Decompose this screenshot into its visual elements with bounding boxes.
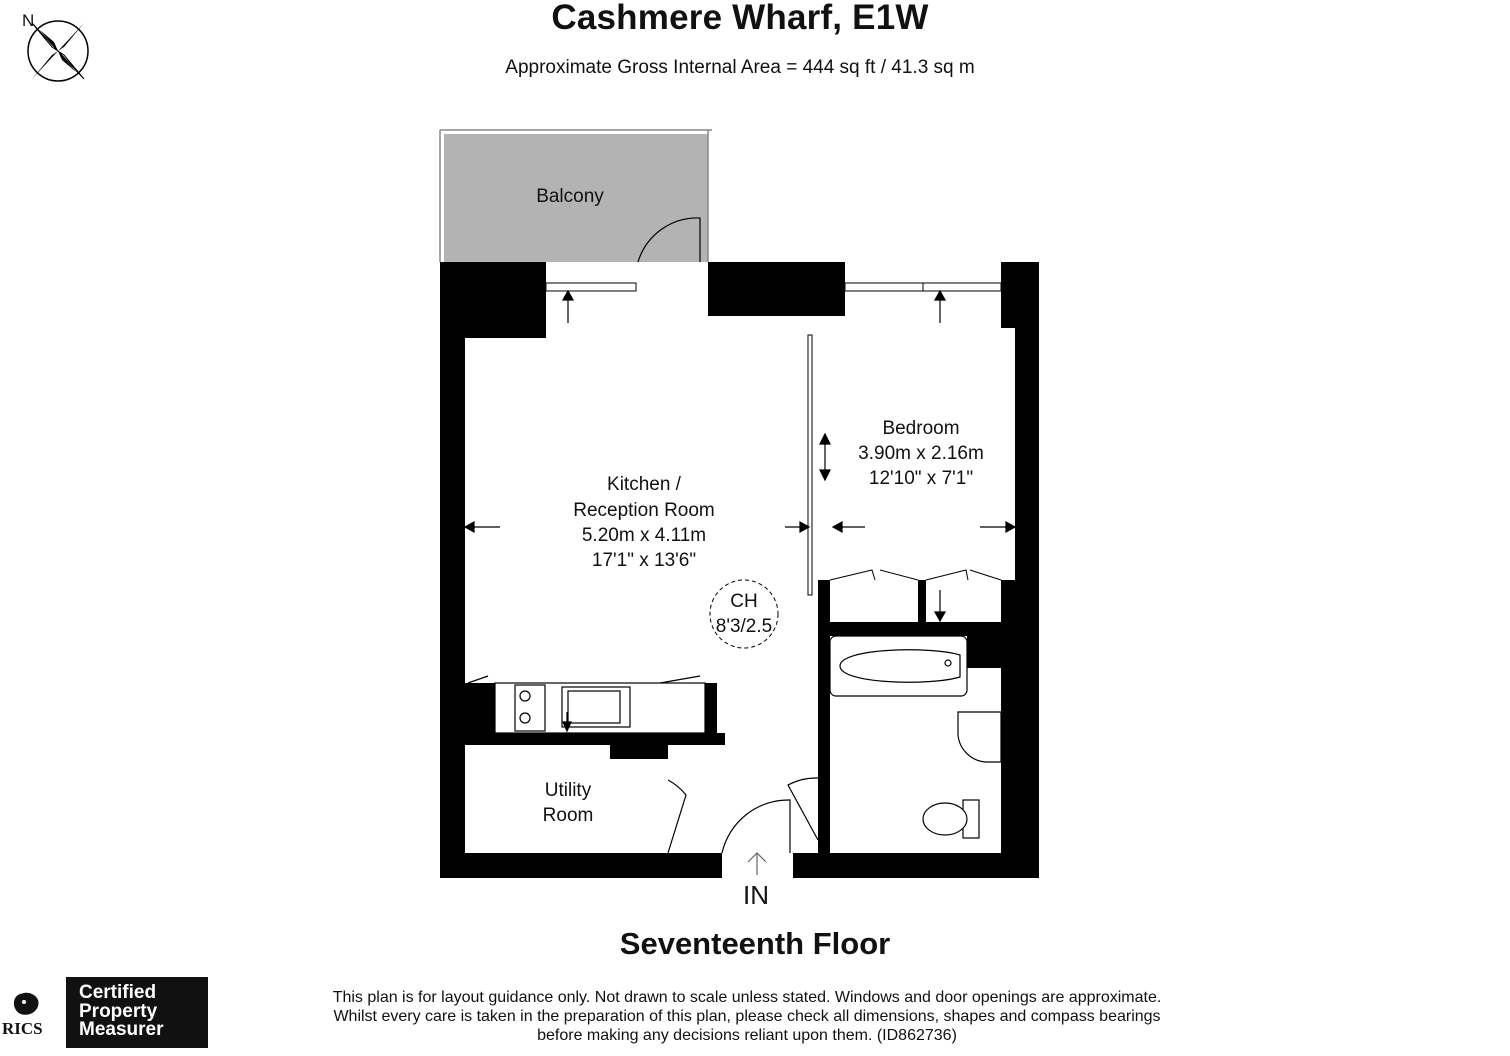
balcony-area: [444, 134, 708, 262]
gross-area-subtitle: Approximate Gross Internal Area = 444 sq…: [505, 57, 975, 78]
ceiling-height-line1: CH: [730, 591, 757, 612]
certified-measurer-badge: Certified Property Measurer: [66, 977, 208, 1048]
windows: [545, 282, 1002, 292]
kitchen-dims-metric: 5.20m x 4.11m: [582, 525, 706, 546]
bathtub-icon: [829, 635, 968, 697]
compass-rose-icon: [27, 20, 89, 82]
balcony-door: [637, 217, 701, 263]
floor-label: Seventeenth Floor: [619, 926, 891, 961]
wardrobe-doors: [829, 569, 1002, 581]
bedroom-label: Bedroom: [882, 418, 959, 439]
ceiling-height-marker: [709, 579, 779, 649]
kitchen-dims-imperial: 17'1" x 13'6": [592, 550, 696, 571]
bedroom-dims-imperial: 12'10" x 7'1": [869, 468, 973, 489]
entrance-door: [721, 799, 791, 854]
badge-line-3: Measurer: [79, 1019, 164, 1040]
toilet-icon: [922, 799, 980, 839]
walls: [440, 262, 1039, 878]
badge-line-2: Property: [79, 1000, 158, 1022]
kitchen-units: [467, 675, 706, 734]
kitchen-label-line1: Kitchen /: [607, 474, 682, 495]
bedroom-dims-metric: 3.90m x 2.16m: [858, 443, 984, 464]
rics-label: RICS: [2, 1019, 43, 1038]
disclaimer-text: This plan is for layout guidance only. N…: [332, 989, 1162, 1044]
compass-north-label: N: [22, 11, 34, 30]
dimension-arrows: [463, 289, 1017, 733]
balcony-label: Balcony: [536, 186, 604, 207]
page-title: Cashmere Wharf, E1W: [551, 0, 929, 37]
kitchen-label-line2: Reception Room: [573, 500, 715, 521]
bathroom-door: [787, 777, 819, 841]
bedroom-partition: [807, 334, 813, 596]
utility-door: [667, 779, 687, 854]
entrance-label: IN: [743, 880, 769, 910]
utility-label-line2: Room: [543, 805, 594, 826]
basin-icon: [957, 711, 1002, 763]
entrance-arrow-icon: [747, 852, 767, 875]
rics-lion-icon: [13, 992, 39, 1015]
ceiling-height-line2: 8'3/2.5: [716, 616, 772, 637]
badge-line-1: Certified: [79, 982, 157, 1003]
utility-label-line1: Utility: [545, 780, 592, 801]
floor-plan: Balcony Bedroom 3.90m x 2.16m 12'10" x 7…: [13, 11, 1039, 1015]
